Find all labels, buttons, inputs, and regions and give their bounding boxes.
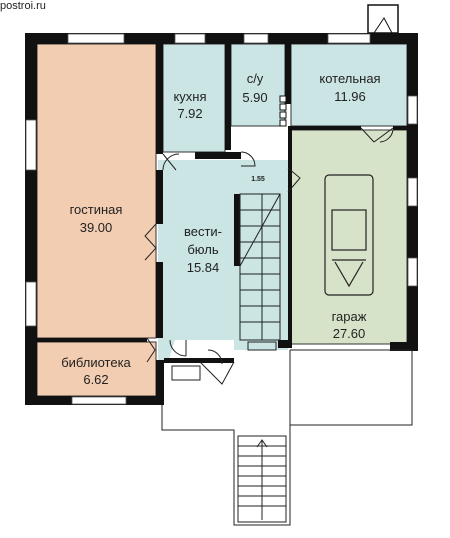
boiler-stair-markers (279, 95, 287, 127)
windows (25, 33, 418, 405)
wc-label: с/у (247, 71, 264, 86)
boiler-room-area: 11.96 (334, 89, 366, 104)
hall-fill (158, 160, 288, 362)
chimney (367, 4, 399, 34)
garage-fill (291, 130, 407, 344)
library-area: 6.62 (83, 372, 108, 387)
living-room-label: гостиная (70, 202, 123, 217)
boiler-room-label: котельная (319, 71, 380, 86)
hall-label-line1: вести- (184, 224, 222, 239)
stair-level-marker: 1.55 (251, 176, 265, 183)
hall-label-line2: бюль (187, 242, 218, 257)
kitchen-area: 7.92 (177, 106, 202, 121)
library-label: библиотека (61, 355, 131, 370)
entrance-porch (161, 341, 413, 526)
wc-area: 5.90 (242, 90, 267, 105)
hall-area: 15.84 (187, 260, 220, 275)
watermark: postroi.ru (0, 0, 46, 12)
interior-walls (37, 44, 407, 363)
garage-label: гараж (332, 309, 367, 324)
living-room-fill (37, 44, 156, 338)
kitchen-label: кухня (173, 89, 206, 104)
kitchen-fill (163, 44, 225, 152)
library-fill (37, 342, 156, 396)
entrance-steps (237, 435, 287, 523)
doors (144, 127, 394, 365)
garage-area: 27.60 (333, 326, 366, 341)
car (324, 174, 374, 296)
wc-fill (231, 44, 285, 126)
living-room-area: 39.00 (80, 220, 113, 235)
interior-staircase (239, 193, 281, 341)
boiler-room-fill (291, 44, 407, 126)
